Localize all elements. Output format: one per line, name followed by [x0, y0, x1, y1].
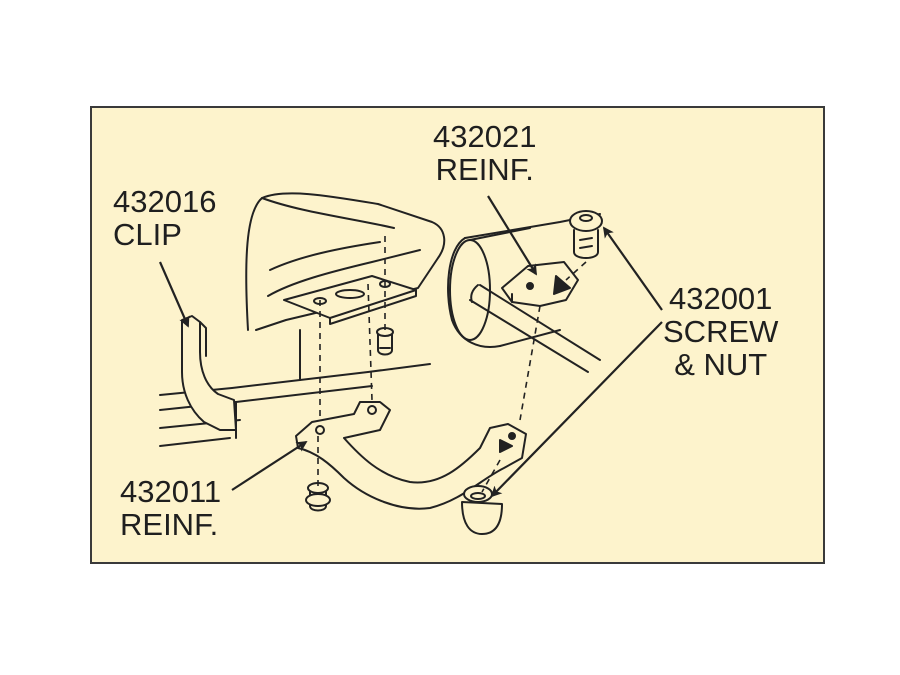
screw-nut-line1: SCREW — [663, 314, 779, 349]
clip-part — [181, 315, 237, 431]
screw-nut-line2: & NUT — [674, 347, 768, 382]
reinf-bottom-part-name: REINF. — [120, 507, 219, 542]
drive-shaft — [469, 284, 601, 373]
mount-plate — [283, 275, 417, 325]
screw-arrow-lower — [490, 321, 663, 498]
reinf-bottom-label: 432011 REINF. — [120, 475, 221, 541]
floor-pan — [245, 192, 446, 381]
top-screw — [569, 210, 603, 259]
bottom-screw — [305, 482, 331, 512]
leader-arrows — [158, 195, 663, 498]
bottom-nut — [461, 485, 503, 535]
plate-bolt — [376, 327, 394, 356]
reinf-top-part-number: 432021 — [433, 119, 537, 154]
reinf-top-label: 432021 REINF. — [433, 120, 536, 186]
screw-arrow-upper — [602, 226, 663, 311]
reinf-bottom-part — [295, 401, 527, 510]
screw-nut-part-number: 432001 — [668, 281, 773, 316]
clip-label: 432016 CLIP — [113, 185, 216, 251]
screw-nut-label: 432001 SCREW & NUT — [663, 282, 778, 381]
reinf-top-part-name: REINF. — [435, 152, 534, 187]
clip-part-number: 432016 — [113, 184, 217, 219]
clip-part-name: CLIP — [113, 217, 182, 252]
reinf-bottom-arrow — [231, 441, 308, 491]
reinf-bottom-part-number: 432011 — [120, 474, 222, 509]
clip-arrow — [158, 261, 190, 328]
reinf-top-arrow — [487, 195, 537, 276]
alignment-lines — [317, 236, 587, 493]
diagram-frame — [90, 106, 825, 564]
